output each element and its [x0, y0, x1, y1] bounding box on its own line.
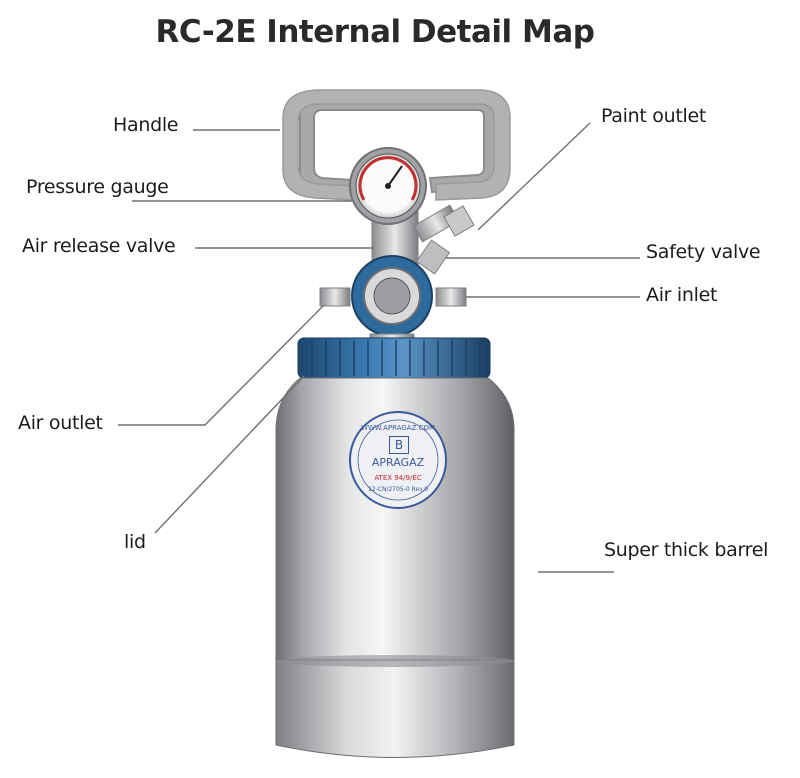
label-air-release-valve: Air release valve: [22, 235, 176, 257]
badge-atex: ATEX 94/9/EC: [374, 474, 422, 482]
paint-outlet-fitting: [412, 204, 475, 243]
badge-brand: APRAGAZ: [371, 456, 425, 469]
label-lid: lid: [124, 531, 146, 553]
badge-logo-icon: B: [389, 436, 409, 454]
label-paint-outlet: Paint outlet: [601, 105, 706, 127]
label-air-outlet: Air outlet: [18, 412, 103, 434]
badge-cert: 12-CN/2705-0 Rev.0: [367, 486, 429, 493]
label-handle: Handle: [113, 114, 179, 136]
label-safety-valve: Safety valve: [646, 241, 761, 263]
label-super-thick-barrel: Super thick barrel: [604, 539, 769, 561]
lid-ring: [297, 337, 491, 379]
badge-url: WWW.APRAGAZ.COM: [360, 424, 436, 432]
label-air-inlet: Air inlet: [646, 284, 718, 306]
leader-lines: [118, 122, 640, 573]
label-pressure-gauge: Pressure gauge: [26, 176, 169, 198]
diagram-title: RC-2E Internal Detail Map: [155, 14, 595, 50]
